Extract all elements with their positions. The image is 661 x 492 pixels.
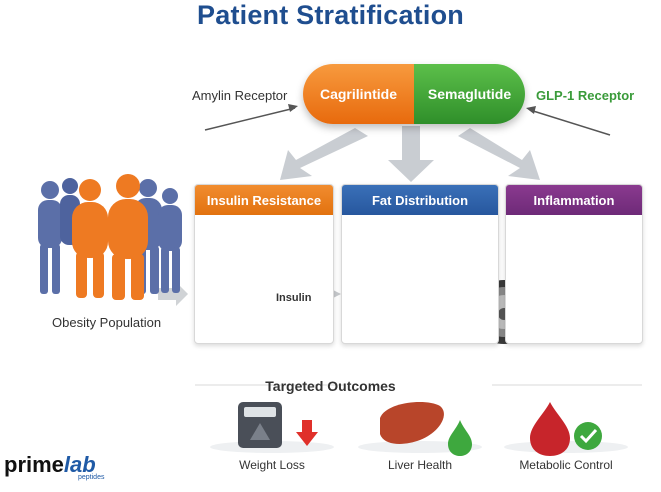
inflammation-card: Inflammation bbox=[505, 184, 643, 344]
obesity-population-label: Obesity Population bbox=[52, 315, 162, 330]
liver-health-label: Liver Health bbox=[387, 458, 453, 472]
primelab-logo: primelab bbox=[4, 452, 96, 478]
glp1-arrow bbox=[526, 106, 611, 136]
amylin-receptor-label: Amylin Receptor bbox=[192, 88, 288, 103]
page-title: Patient Stratification bbox=[197, 0, 464, 30]
glp1-receptor-label: GLP-1 Receptor bbox=[536, 88, 635, 103]
metabolic-control-label: Metabolic Control bbox=[519, 458, 613, 472]
insulin-resistance-title: Insulin Resistance bbox=[195, 185, 333, 215]
logo-lab: lab bbox=[63, 452, 96, 477]
amylin-arrow bbox=[204, 104, 298, 131]
cagrilintide-label: Cagrilintide bbox=[303, 64, 414, 124]
stratification-arrows bbox=[280, 126, 540, 182]
scale-icon bbox=[238, 402, 318, 448]
insulin-resistance-card: Insulin Resistance bbox=[194, 184, 334, 344]
fat-distribution-card: Fat Distribution bbox=[341, 184, 499, 344]
metabolic-drop-icon bbox=[530, 402, 602, 456]
logo-subtitle: peptides bbox=[78, 474, 105, 481]
insulin-caption: Insulin bbox=[276, 292, 312, 304]
obesity-population-figures bbox=[38, 174, 182, 300]
logo-prime: prime bbox=[4, 452, 64, 477]
card-link-arrow bbox=[333, 290, 341, 298]
fat-distribution-title: Fat Distribution bbox=[342, 185, 498, 215]
liver-health-icon bbox=[380, 402, 472, 456]
semaglutide-label: Semaglutide bbox=[414, 64, 525, 124]
inflammation-title: Inflammation bbox=[506, 185, 642, 215]
targeted-outcomes-title: Targeted Outcomes bbox=[265, 378, 396, 394]
weight-loss-label: Weight Loss bbox=[239, 458, 305, 472]
drug-capsule: Cagrilintide Semaglutide bbox=[303, 64, 525, 124]
